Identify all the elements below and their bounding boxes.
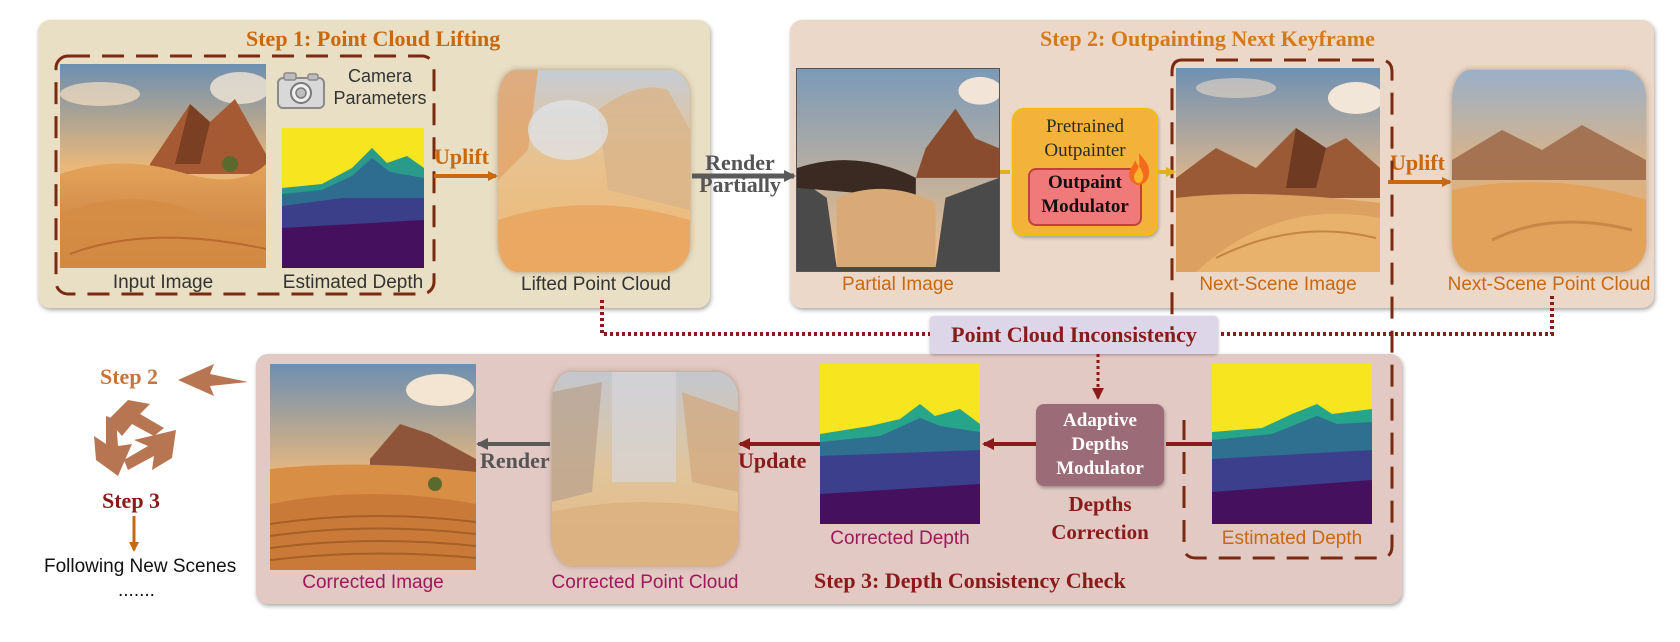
camera-icon <box>276 70 326 110</box>
flame-icon <box>1126 152 1152 186</box>
step1-title: Step 1: Point Cloud Lifting <box>246 26 501 51</box>
update-label: Update <box>738 448 807 473</box>
outpaint-modulator-box <box>1028 168 1142 226</box>
step2-title: Step 2: Outpainting Next Keyframe <box>1040 26 1375 51</box>
render-partially-line2: Partially <box>699 172 781 197</box>
modulator-line1: Outpaint <box>1048 172 1122 193</box>
camera-label-line1: Camera <box>347 66 413 86</box>
corrected-depth-caption: Corrected Depth <box>830 528 970 549</box>
outpainter-line2: Outpainter <box>1044 140 1126 161</box>
step3-title: Step 3: Depth Consistency Check <box>814 568 1126 593</box>
adaptive-line2: Depths <box>1071 434 1129 455</box>
next-scene-point-cloud <box>1452 70 1646 272</box>
render-label-step3: Render <box>480 448 550 473</box>
render-partially-line1: Render <box>705 150 775 175</box>
input-image-caption: Input Image <box>112 272 214 293</box>
adaptive-depths-modulator-box <box>1036 404 1164 486</box>
point-cloud-inconsistency-box <box>930 316 1218 354</box>
modulator-line2: Modulator <box>1041 196 1129 217</box>
following-new-scenes-label: Following New Scenes <box>44 556 237 577</box>
estimated-depth-image <box>282 128 424 268</box>
estimated-depth-step3-caption: Estimated Depth <box>1221 528 1363 549</box>
estimated-depth-caption: Estimated Depth <box>282 272 424 293</box>
loop-step3-label: Step 3 <box>102 488 161 513</box>
depths-correction-line1: Depths <box>1068 492 1132 516</box>
adaptive-line1: Adaptive <box>1063 410 1137 431</box>
camera-label-line2: Parameters <box>333 88 427 108</box>
corrected-cloud-caption: Corrected Point Cloud <box>551 572 739 593</box>
back-to-step2-arrow <box>178 364 248 396</box>
depths-correction-line2: Correction <box>1051 520 1149 544</box>
input-image <box>60 64 266 268</box>
corrected-image-caption: Corrected Image <box>302 572 444 593</box>
corrected-depth-image <box>820 364 980 524</box>
corrected-point-cloud <box>552 372 738 566</box>
ellipsis-label: ....... <box>118 580 155 601</box>
next-scene-cloud-caption: Next-Scene Point Cloud <box>1447 274 1651 295</box>
lifted-point-cloud <box>498 70 690 272</box>
lifted-cloud-caption: Lifted Point Cloud <box>521 274 671 295</box>
estimated-depth-step3-image <box>1212 364 1372 524</box>
point-cloud-inconsistency-label: Point Cloud Inconsistency <box>951 322 1197 347</box>
uplift-label-step2: Uplift <box>1390 150 1445 175</box>
next-scene-image <box>1176 68 1380 272</box>
adaptive-line3: Modulator <box>1056 458 1144 479</box>
partial-image-caption: Partial Image <box>842 274 954 295</box>
recycle-loop-icon <box>94 400 176 476</box>
outpainter-line1: Pretrained <box>1045 116 1125 137</box>
uplift-label-step1: Uplift <box>434 144 489 169</box>
loop-step2-label: Step 2 <box>100 364 159 389</box>
next-scene-image-caption: Next-Scene Image <box>1199 274 1357 295</box>
corrected-image <box>270 364 476 570</box>
partial-image <box>796 68 1000 272</box>
